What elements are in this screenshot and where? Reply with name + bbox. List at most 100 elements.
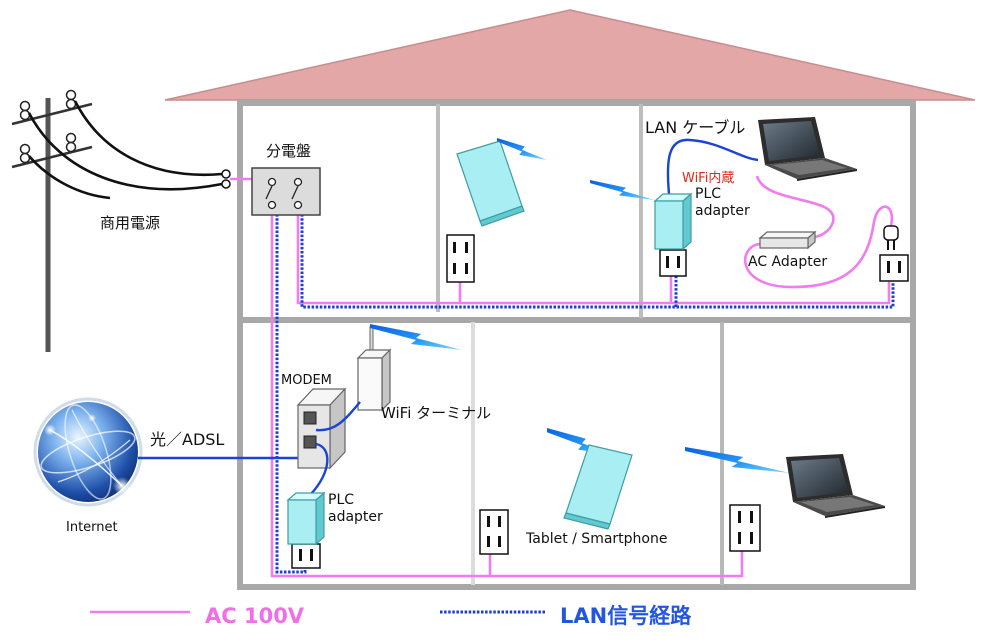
outlet-slot — [898, 261, 901, 273]
lan-cable-label: LAN ケーブル — [645, 118, 745, 137]
wifi-terminal-front — [357, 357, 383, 411]
tablet-icon-upper — [456, 140, 525, 227]
outlet-slot — [498, 516, 501, 527]
plc-upper-label-line1: PLC — [695, 186, 721, 202]
legend-lan-label: LAN信号経路 — [560, 604, 692, 628]
outlet-plate — [291, 543, 321, 569]
outlet-slot — [750, 532, 753, 544]
plc-adapter-front — [287, 499, 317, 545]
lan-path-lower-floor — [275, 210, 307, 574]
outlet-slot — [310, 549, 313, 561]
distribution-board-label: 分電盤 — [266, 142, 311, 160]
insulator — [65, 132, 77, 144]
lan-cable-line — [666, 138, 759, 195]
globe-glow — [88, 414, 96, 422]
wifi-terminal-label: WiFi ターミナル — [381, 404, 491, 422]
modem-icon — [296, 387, 347, 470]
wifi-signal-bolt-icon — [590, 180, 655, 200]
wall-outlet-lower-right — [729, 504, 761, 552]
outlet-slot — [498, 536, 501, 547]
outlet-slot — [299, 549, 302, 561]
wall-outlet-lower-middle — [479, 509, 509, 555]
insulator — [19, 152, 31, 164]
breaker-contact — [293, 200, 303, 210]
globe-network-line — [57, 439, 131, 483]
breaker-contact — [267, 177, 277, 187]
outlet-slot — [887, 261, 890, 273]
outlet-slot — [738, 511, 741, 523]
globe-glow — [44, 424, 56, 436]
modem-port — [303, 435, 317, 449]
wall-outlet-lower-plc — [291, 543, 321, 569]
plug-body — [883, 225, 899, 241]
wifi-terminal-side — [381, 348, 391, 412]
house-roof — [164, 9, 976, 101]
ac-line-upper-floor — [296, 208, 891, 305]
tablet-icon-lower — [563, 444, 633, 530]
service-entrance-terminal — [221, 169, 231, 179]
lan-signal-path — [275, 210, 895, 574]
outlet-plate — [479, 509, 509, 555]
wall-outlet-upper-plc — [659, 249, 687, 277]
globe-glow — [113, 477, 131, 495]
legend-ac-label: AC 100V — [205, 604, 305, 628]
ac-adapter-label: AC Adapter — [748, 254, 827, 270]
outlet-plate — [659, 249, 687, 277]
breaker-switches — [265, 177, 303, 210]
ac-line-lower-floor — [270, 208, 744, 578]
ac-adapter-cord — [755, 175, 835, 239]
internet-label: Internet — [66, 520, 118, 535]
plc-adapter-side — [315, 491, 325, 546]
ac-adapter-top — [758, 231, 817, 239]
wifi-terminal-antenna — [369, 326, 374, 354]
tablet-screen — [456, 140, 523, 222]
house-outer-wall — [237, 100, 916, 590]
insulator — [65, 98, 77, 110]
plc-lower-label-line1: PLC — [328, 492, 354, 508]
tablet-smartphone-label: Tablet / Smartphone — [525, 531, 667, 547]
outlet-slot — [677, 256, 680, 268]
insulator — [19, 109, 31, 121]
power-line-wire — [27, 112, 223, 191]
distribution-board-box — [251, 167, 321, 216]
outlet-slot — [487, 536, 490, 547]
globe-network-line — [49, 429, 123, 487]
wifi-signal-bolt-icon — [685, 447, 790, 473]
power-line-wire — [28, 155, 111, 200]
outlet-slot — [738, 532, 741, 544]
ac-adapter-icon — [758, 230, 817, 250]
laptop-icon-upper — [758, 117, 857, 181]
modem-label: MODEM — [281, 373, 332, 388]
breaker-contact — [293, 177, 303, 187]
crossarm-lower — [11, 145, 93, 169]
insulator — [65, 141, 77, 153]
plc-upper-label-line2: adapter — [695, 203, 750, 219]
legend: AC 100V LAN信号経路 — [90, 604, 692, 628]
wifi-builtin-label: WiFi内蔵 — [682, 170, 734, 186]
globe-network-line — [71, 409, 123, 487]
outlet-plate — [729, 504, 761, 552]
house-walls — [237, 100, 916, 590]
ac-adapter-cord — [744, 205, 894, 289]
distribution-board — [251, 167, 321, 216]
plc-adapter-front — [654, 200, 684, 250]
plc-adapter-side — [682, 192, 692, 251]
internet-globe-icon — [33, 397, 143, 507]
outlet-slot — [453, 263, 456, 274]
outlet-slot — [465, 242, 468, 253]
wall-outlet-upper-middle — [446, 234, 475, 283]
outlet-plate — [879, 254, 909, 282]
wifi-terminal-icon — [356, 326, 392, 412]
insulator — [19, 143, 31, 155]
plc-adapter-lower-icon — [286, 491, 326, 546]
breaker-contact — [267, 200, 277, 210]
globe-halo — [33, 397, 143, 507]
globe-longitude — [64, 404, 112, 500]
commercial-power-label: 商用電源 — [100, 214, 160, 232]
plc-adapter-upper-icon — [653, 192, 693, 251]
insulator — [19, 100, 31, 112]
utility-pole-icon — [11, 89, 93, 352]
insulators — [19, 89, 77, 164]
laptop-icon-lower — [786, 454, 885, 518]
wifi-signal-bolt-icon — [370, 324, 462, 350]
